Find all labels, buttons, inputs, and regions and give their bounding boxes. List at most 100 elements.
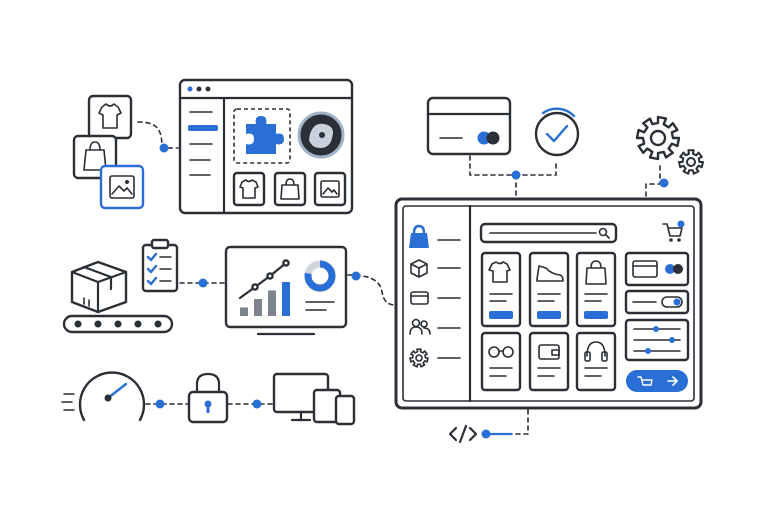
chart-bar	[254, 299, 262, 316]
puzzle-icon	[246, 116, 284, 154]
code-bracket-right	[468, 426, 478, 442]
credit-card-icon	[632, 260, 658, 278]
chart-bar	[268, 290, 276, 316]
conveyor-roller	[74, 320, 82, 328]
cart-wheel	[669, 238, 673, 242]
card-logo-circle	[673, 264, 683, 274]
shopping-bag-icon	[409, 233, 429, 248]
gear-icon	[678, 149, 704, 175]
check-mark	[146, 252, 158, 262]
connector-dot	[481, 429, 491, 439]
add-to-cart-button[interactable]	[537, 311, 561, 319]
shopping-bag-icon	[280, 178, 300, 200]
gear-hole	[415, 354, 423, 362]
gear-hole	[686, 157, 696, 167]
users-icon	[420, 320, 428, 328]
slider-knob[interactable]	[669, 337, 675, 343]
cart-icon	[637, 376, 653, 386]
product-card[interactable]	[528, 251, 570, 328]
image-icon-sun	[125, 180, 129, 184]
connector-dot	[351, 271, 361, 281]
store-dashboard	[394, 197, 703, 410]
card-tshirt	[87, 94, 133, 140]
checklist-clip	[150, 238, 170, 250]
headphones-earcup	[584, 351, 591, 362]
wallet-clasp	[551, 349, 560, 356]
trend-point	[282, 259, 290, 267]
gear-icon	[409, 348, 429, 368]
cart-badge	[677, 220, 685, 228]
slider-knob[interactable]	[653, 326, 659, 332]
search-icon[interactable]	[598, 227, 608, 237]
gear-outline	[635, 115, 681, 161]
slider-knob[interactable]	[645, 348, 651, 354]
tshirt-icon	[98, 103, 122, 129]
product-card[interactable]	[528, 331, 570, 392]
box-icon-edges	[70, 270, 128, 314]
trend-point	[251, 283, 259, 291]
lock-keyhole	[204, 400, 212, 408]
phone-device	[334, 394, 356, 426]
connector-analytics-to-store	[347, 274, 397, 306]
checkmark-arc	[541, 107, 576, 118]
headphones-earcup	[601, 351, 608, 362]
product-card[interactable]	[480, 331, 522, 392]
editor-window	[178, 78, 354, 215]
product-card[interactable]	[575, 251, 617, 328]
code-bracket-left	[448, 426, 458, 442]
speedometer-needle	[106, 382, 128, 400]
window-dot	[196, 86, 202, 92]
image-icon	[320, 180, 340, 198]
connector-dot	[159, 143, 169, 153]
card-logo-circle	[665, 264, 675, 274]
search-icon-handle	[605, 234, 610, 239]
gear-hole	[649, 129, 667, 147]
checkmark-tick	[545, 124, 569, 143]
chart-bar	[282, 282, 290, 316]
code-icon	[448, 424, 478, 444]
top-right-icons	[426, 96, 704, 175]
sunglasses-icon	[488, 346, 500, 358]
lock-shackle	[195, 372, 221, 394]
checkmark-icon	[534, 111, 580, 157]
image-icon-mountain	[111, 185, 133, 195]
credit-card-icon	[426, 96, 512, 156]
connector-products-to-editor	[137, 121, 179, 149]
users-icon-body	[423, 327, 431, 335]
conveyor-roller	[154, 320, 162, 328]
performance-group	[61, 371, 356, 426]
conveyor-roller	[134, 320, 142, 328]
shopping-bag-handle	[412, 224, 426, 235]
window-dot	[205, 86, 211, 92]
credit-card-icon	[410, 291, 429, 305]
product-card-frame	[480, 331, 522, 392]
add-to-cart-button[interactable]	[489, 311, 513, 319]
lock-keyhole-slot	[206, 405, 210, 413]
connector-dot	[511, 170, 521, 180]
window-dot	[187, 86, 193, 92]
box-icon	[410, 259, 428, 278]
cart-wheel	[677, 238, 681, 242]
connector-store-to-code	[499, 409, 529, 435]
image-icon-mountain	[322, 187, 338, 195]
product-card-frame	[528, 251, 570, 328]
image-icon	[109, 175, 135, 199]
users-icon-body	[409, 326, 423, 335]
speedometer-hub	[104, 394, 112, 402]
editor-tile-bag	[273, 171, 307, 207]
bar-chart-icon	[240, 282, 290, 316]
add-to-cart-button[interactable]	[584, 311, 608, 319]
sneaker-icon	[536, 265, 564, 282]
product-card[interactable]	[575, 331, 617, 392]
connector-payment-to-check	[469, 155, 557, 176]
shopping-bag-icon	[585, 260, 607, 285]
connector-dot	[155, 399, 165, 409]
box-icon-tape	[82, 265, 113, 291]
sunglasses-icon	[502, 346, 514, 358]
analytics-monitor	[224, 245, 348, 336]
trend-line	[238, 261, 288, 300]
checkout-button[interactable]	[626, 370, 688, 392]
product-card[interactable]	[480, 251, 522, 328]
cart-icon[interactable]	[662, 223, 683, 237]
